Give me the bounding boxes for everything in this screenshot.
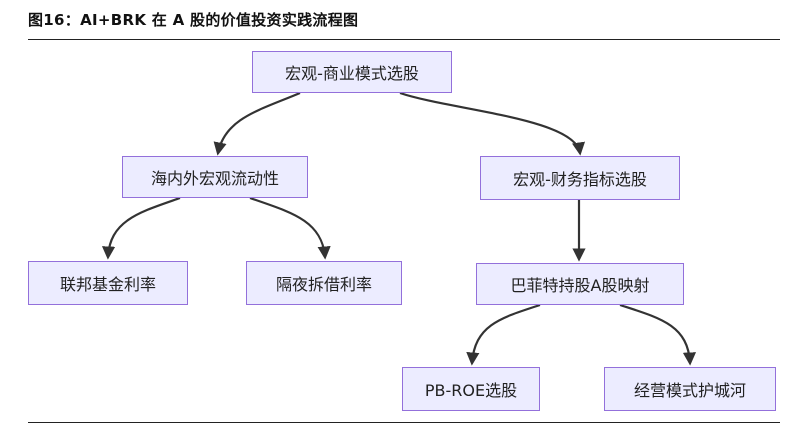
node-moat: 经营模式护城河 (604, 367, 776, 411)
edge-rm-rmr (619, 303, 697, 366)
top-rule (28, 39, 780, 40)
node-overnight-rate: 隔夜拆借利率 (246, 261, 402, 305)
node-fed-funds-rate: 联邦基金利率 (28, 261, 188, 305)
node-macro-financial: 宏观-财务指标选股 (480, 156, 680, 200)
edge-left-ll (101, 196, 181, 260)
edge-rm-rml (466, 303, 541, 366)
edge-left-lr (249, 196, 331, 260)
figure-title: 图16：AI+BRK 在 A 股的价值投资实践流程图 (28, 11, 359, 29)
edge-root-left (213, 91, 301, 156)
node-buffett-mapping: 巴菲特持股A股映射 (476, 263, 684, 305)
node-macro-liquidity: 海内外宏观流动性 (122, 156, 308, 198)
bottom-rule (28, 422, 780, 423)
node-root: 宏观-商业模式选股 (252, 51, 452, 93)
node-pb-roe: PB-ROE选股 (402, 367, 540, 411)
edge-root-right (399, 91, 586, 156)
